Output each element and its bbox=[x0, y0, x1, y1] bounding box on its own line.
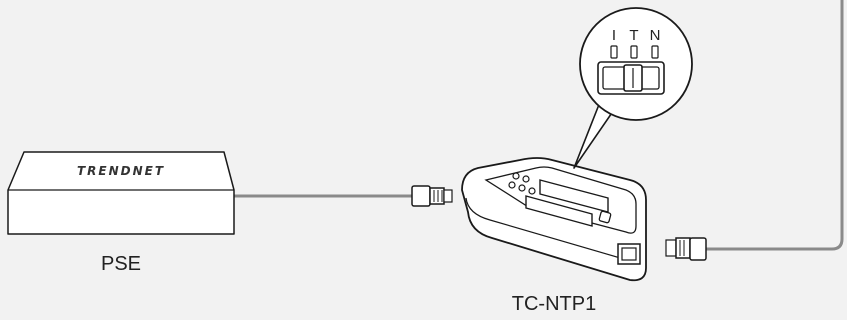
pse-brand-logo: TRENDNET bbox=[77, 164, 165, 178]
pse-label: PSE bbox=[101, 253, 141, 275]
pse-device: TRENDNET bbox=[7, 151, 235, 235]
tester-power-button bbox=[598, 210, 612, 224]
tester-buttons bbox=[508, 172, 536, 195]
tester-display bbox=[525, 179, 609, 227]
cable-tester-to-loop bbox=[706, 0, 844, 251]
switch-label-t: T bbox=[629, 27, 638, 44]
tester-label: TC-NTP1 bbox=[512, 293, 596, 315]
switch-label-n: N bbox=[650, 27, 661, 44]
rj45-connector-right bbox=[665, 237, 707, 261]
rj45-connector-left bbox=[411, 185, 453, 207]
mode-slide-switch bbox=[597, 61, 665, 95]
switch-position-markers bbox=[610, 45, 659, 59]
switch-label-i: I bbox=[612, 27, 616, 44]
tester-rj45-port bbox=[617, 243, 641, 265]
tester-device bbox=[461, 157, 647, 282]
